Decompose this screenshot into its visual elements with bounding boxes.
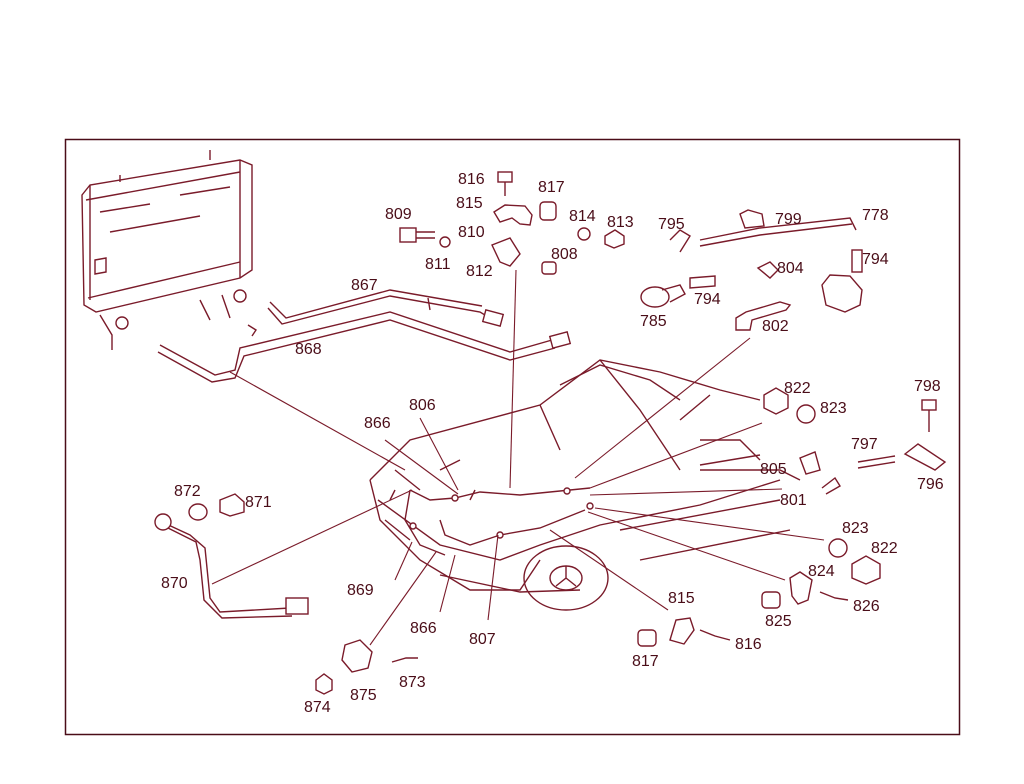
callout-795: 795 — [658, 216, 685, 233]
callout-794: 794 — [694, 291, 721, 308]
callout-801: 801 — [780, 492, 807, 509]
callout-809: 809 — [385, 206, 412, 223]
diagram-border — [64, 138, 961, 736]
callout-813: 813 — [607, 214, 634, 231]
callout-869: 869 — [347, 582, 374, 599]
callout-815: 815 — [456, 195, 483, 212]
callout-826: 826 — [853, 598, 880, 615]
callout-804: 804 — [777, 260, 804, 277]
callout-794: 794 — [862, 251, 889, 268]
callout-817: 817 — [538, 179, 565, 196]
callout-798: 798 — [914, 378, 941, 395]
callout-811: 811 — [425, 256, 451, 273]
callout-866: 866 — [364, 415, 391, 432]
callout-824: 824 — [808, 563, 835, 580]
callout-806: 806 — [409, 397, 436, 414]
callout-799: 799 — [775, 211, 802, 228]
callout-822: 822 — [784, 380, 811, 397]
callout-870: 870 — [161, 575, 188, 592]
callout-labels: 809 810 811 812 815 816 817 814 813 808 … — [161, 171, 944, 716]
callout-815: 815 — [668, 590, 695, 607]
callout-796: 796 — [917, 476, 944, 493]
callout-866: 866 — [410, 620, 437, 637]
small-parts — [188, 171, 947, 695]
callout-802: 802 — [762, 318, 789, 335]
callout-825: 825 — [765, 613, 792, 630]
callout-808: 808 — [551, 246, 578, 263]
callout-867: 867 — [351, 277, 378, 294]
callout-816: 816 — [458, 171, 485, 188]
callout-872: 872 — [174, 483, 201, 500]
callout-874: 874 — [304, 699, 331, 716]
callout-805: 805 — [760, 461, 787, 478]
callout-875: 875 — [350, 687, 377, 704]
callout-797: 797 — [851, 436, 878, 453]
callout-810: 810 — [458, 224, 485, 241]
callout-816: 816 — [735, 636, 762, 653]
condenser-drawing — [81, 150, 257, 350]
callout-871: 871 — [245, 494, 272, 511]
callout-817: 817 — [632, 653, 659, 670]
callout-812: 812 — [466, 263, 493, 280]
callout-814: 814 — [569, 208, 596, 225]
callout-778: 778 — [862, 207, 889, 224]
leader-lines — [211, 269, 825, 646]
callout-868: 868 — [295, 341, 322, 358]
refrigerant-lines — [154, 289, 572, 619]
callout-823: 823 — [842, 520, 869, 537]
callout-873: 873 — [399, 674, 426, 691]
callout-822: 822 — [871, 540, 898, 557]
callout-785: 785 — [640, 313, 667, 330]
car-body-drawing — [369, 359, 801, 611]
callout-807: 807 — [469, 631, 496, 648]
callout-823: 823 — [820, 400, 847, 417]
